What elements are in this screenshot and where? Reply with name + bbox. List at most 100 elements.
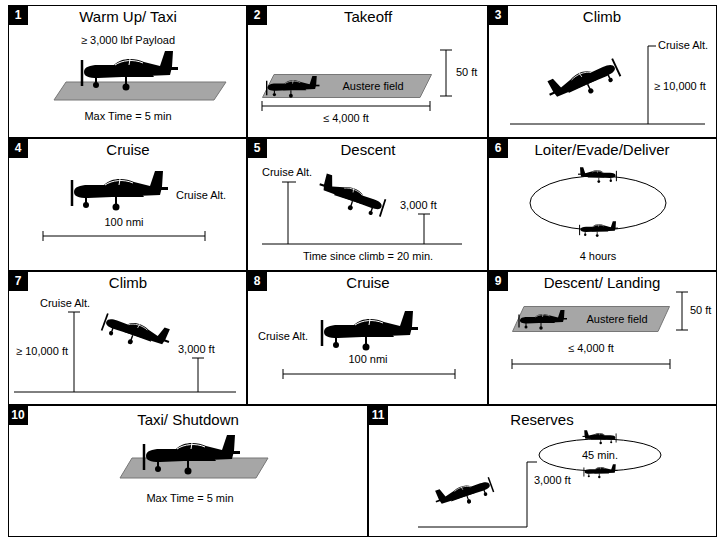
step-panel: 8 CruiseCruise Alt. 100 nmi bbox=[247, 271, 488, 405]
step-number: 11 bbox=[372, 408, 385, 422]
height-bracket bbox=[440, 50, 452, 96]
dimension-label: 50 ft bbox=[690, 304, 711, 317]
dimension-label: Cruise Alt. bbox=[176, 189, 226, 202]
step-number-box: 6 bbox=[488, 138, 508, 158]
dimension-label: ≥ 10,000 ft bbox=[654, 80, 706, 93]
dimension-label: Cruise Alt. bbox=[658, 39, 708, 52]
panel-title: Cruise bbox=[106, 141, 149, 158]
dimension-label: 3,000 ft bbox=[400, 199, 437, 212]
dimension-label: Max Time = 5 min bbox=[84, 110, 171, 123]
aircraft bbox=[544, 52, 622, 109]
dimension-label: 100 nmi bbox=[348, 353, 387, 366]
altitude-line bbox=[418, 462, 537, 527]
dimension-line bbox=[283, 369, 455, 379]
step-panel: 2Austere field Takeoff 50 ft ≤ 4,000 ft bbox=[247, 5, 488, 138]
aircraft bbox=[267, 76, 320, 98]
panel-title: Warm Up/ Taxi bbox=[79, 8, 177, 25]
step-number: 3 bbox=[495, 8, 502, 22]
panel-title: Cruise bbox=[346, 274, 389, 291]
dimension-label: ≤ 4,000 ft bbox=[568, 342, 614, 355]
aircraft bbox=[580, 221, 618, 237]
panel-title: Reserves bbox=[510, 411, 573, 428]
step-number-box: 10 bbox=[8, 405, 28, 425]
runway-label: Austere field bbox=[586, 313, 647, 325]
panel-title: Loiter/Evade/Deliver bbox=[534, 141, 669, 158]
aircraft bbox=[322, 311, 418, 351]
step-panel: 1 Warm Up/ Taxi ≥ 3,000 lbf PayloadMax Tim… bbox=[8, 5, 247, 138]
step-number-box: 7 bbox=[8, 271, 28, 291]
ground-line bbox=[262, 244, 462, 245]
dimension-label: Cruise Alt. bbox=[262, 166, 312, 179]
altitude-line bbox=[418, 214, 430, 244]
panel-title: Climb bbox=[583, 8, 621, 25]
dimension-label: 100 nmi bbox=[104, 216, 143, 229]
aircraft bbox=[583, 430, 617, 444]
runway bbox=[263, 75, 432, 98]
panel-title: Taxi/ Shutdown bbox=[137, 411, 239, 428]
dimension-label: ≤ 4,000 ft bbox=[323, 112, 369, 125]
runway-field: Austere field bbox=[512, 306, 670, 332]
panel-title: Takeoff bbox=[344, 8, 392, 25]
step-panel: 11 45 min. Reserves 3,000 ft bbox=[368, 405, 717, 537]
panel-title: Descent/ Landing bbox=[544, 274, 661, 291]
step-panel: 7 ClimbCruise Alt. ≥ 10,000 ft 3,000 ft bbox=[8, 271, 247, 405]
aircraft bbox=[144, 435, 240, 475]
panel-title: Climb bbox=[109, 274, 147, 291]
runway-label: Austere field bbox=[342, 80, 403, 92]
dimension-label: Time since climb = 20 min. bbox=[303, 250, 433, 263]
altitude-line bbox=[282, 182, 296, 244]
dimension-line bbox=[262, 101, 430, 111]
loiter-orbit bbox=[530, 176, 666, 230]
reserve-orbit bbox=[539, 439, 661, 471]
step-number-box: 11 bbox=[368, 405, 388, 425]
step-number-box: 4 bbox=[8, 138, 28, 158]
dimension-label: ≥ 3,000 lbf Payload bbox=[81, 34, 175, 47]
step-number-box: 5 bbox=[247, 138, 267, 158]
panel-title: Descent bbox=[340, 141, 395, 158]
step-number: 9 bbox=[495, 274, 502, 288]
aircraft bbox=[315, 173, 387, 220]
ground-line bbox=[510, 124, 705, 125]
dimension-label: 4 hours bbox=[580, 250, 617, 263]
step-panel: 5 DescentCruise Alt. 3,000 ft Time since cl… bbox=[247, 138, 488, 271]
step-panel: 10 Taxi/ ShutdownMax Time = 5 min bbox=[8, 405, 368, 537]
altitude-line bbox=[68, 312, 80, 392]
runway bbox=[54, 82, 226, 100]
step-number: 6 bbox=[495, 141, 502, 155]
step-panel: 6 Loiter/Evade/Deliver 4 hours bbox=[488, 138, 717, 271]
height-bracket bbox=[676, 292, 688, 330]
dimension-label: Cruise Alt. bbox=[40, 297, 90, 310]
dimension-label: ≥ 10,000 ft bbox=[16, 345, 68, 358]
dimension-label: Cruise Alt. bbox=[258, 330, 308, 343]
step-number: 7 bbox=[15, 274, 22, 288]
step-panel: 3 ClimbCruise Alt. ≥ 10,000 ft bbox=[488, 5, 717, 138]
dimension-label: 50 ft bbox=[456, 66, 477, 79]
dimension-label: 3,000 ft bbox=[534, 474, 571, 487]
step-number-box: 8 bbox=[247, 271, 267, 291]
aircraft bbox=[101, 308, 174, 357]
dimension-line bbox=[43, 231, 205, 241]
dimension-line bbox=[512, 359, 670, 369]
step-number: 1 bbox=[15, 8, 22, 22]
step-panel: 4 CruiseCruise Alt. 100 nmi bbox=[8, 138, 247, 271]
reserve-orbit: 45 min. bbox=[538, 438, 662, 472]
step-number: 10 bbox=[11, 408, 24, 422]
dimension-label: 3,000 ft bbox=[178, 343, 215, 356]
ground-line bbox=[14, 392, 236, 393]
dimension-label: Max Time = 5 min bbox=[146, 492, 233, 505]
altitude-line bbox=[192, 358, 204, 392]
aircraft bbox=[72, 171, 168, 211]
reserve-time: 45 min. bbox=[582, 449, 618, 461]
aircraft bbox=[519, 310, 567, 330]
step-number-box: 3 bbox=[488, 5, 508, 25]
step-number: 4 bbox=[15, 141, 22, 155]
step-number-box: 9 bbox=[488, 271, 508, 291]
aircraft bbox=[432, 472, 494, 514]
step-number: 2 bbox=[254, 8, 261, 22]
aircraft bbox=[82, 51, 178, 91]
runway-field: Austere field bbox=[262, 74, 432, 98]
step-panel: 9Austere field Descent/ Landing 50 ft ≤ 4,0… bbox=[488, 271, 717, 405]
runway bbox=[513, 307, 670, 332]
